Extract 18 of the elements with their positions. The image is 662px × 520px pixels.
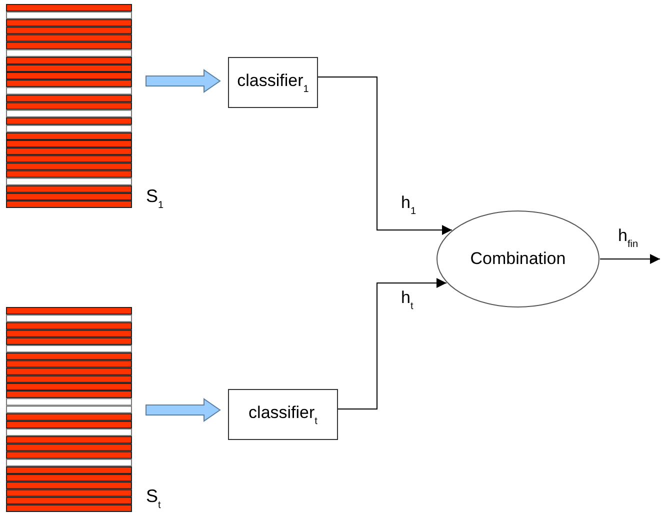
combination-ellipse — [436, 210, 600, 308]
arrow — [600, 254, 660, 264]
process-box — [228, 389, 338, 440]
set-label: S$_{t}$ — [146, 486, 161, 511]
node-label: classifier$_{t}$ — [248, 402, 318, 426]
arrow — [318, 76, 452, 235]
edge-label: h$_{fin}$ — [617, 226, 640, 250]
data-stack — [6, 307, 132, 512]
process-box — [228, 57, 318, 108]
arrow — [146, 69, 221, 93]
node-label: Combination — [470, 249, 566, 269]
edge-label: h$_{t}$ — [400, 288, 414, 312]
set-label: S$_{1}$ — [146, 186, 164, 211]
arrow — [146, 398, 221, 422]
node-label: classifier$_{1}$ — [237, 70, 309, 94]
edge-label: h$_{1}$ — [400, 193, 418, 217]
arrow — [338, 278, 447, 410]
data-stack — [6, 4, 132, 208]
